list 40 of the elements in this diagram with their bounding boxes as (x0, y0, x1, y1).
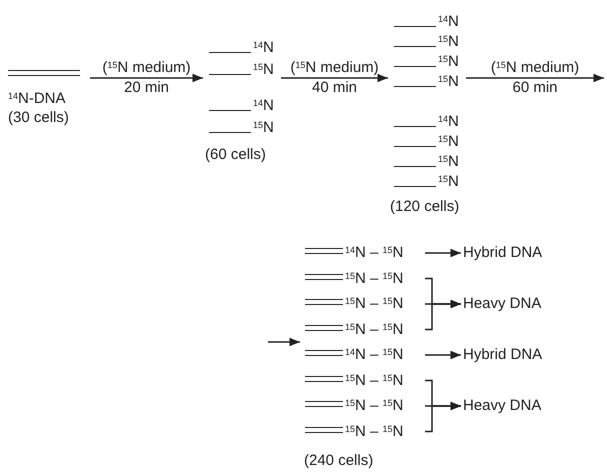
isotope-label: $^{15}$N (438, 153, 459, 171)
isotope-pair-label: $^{14}$N – $^{15}$N (345, 244, 404, 262)
isotope-label: $^{14}$N (438, 113, 459, 131)
isotope-pair-label: $^{15}$N – $^{15}$N (345, 372, 404, 390)
isotope-label: $^{15}$N (253, 61, 274, 79)
dna-type-label: Heavy DNA (463, 295, 542, 313)
arrow (466, 74, 604, 82)
arrow (425, 300, 461, 330)
isotope-pair-label: $^{15}$N – $^{15}$N (345, 320, 404, 338)
isotope-pair-label: $^{14}$N – $^{15}$N (345, 346, 404, 364)
arrow (425, 248, 461, 258)
isotope-label: $^{15}$N (253, 119, 274, 137)
isotope-pair-label: $^{15}$N – $^{15}$N (345, 295, 404, 313)
isotope-label: $^{15}$N (438, 173, 459, 191)
arrow (425, 402, 461, 432)
isotope-label: $^{15}$N (438, 33, 459, 51)
isotope-label: $^{15}$N (438, 53, 459, 71)
cell-count: (240 cells) (304, 452, 374, 470)
edge-label: ($^{15}$N medium) 40 min (289, 58, 380, 98)
dna-type-label: Hybrid DNA (463, 244, 542, 262)
dna-label: $^{14}$N-DNA (8, 90, 66, 108)
isotope-label: $^{15}$N (438, 73, 459, 91)
isotope-label: $^{14}$N (438, 13, 459, 31)
isotope-label: $^{15}$N (438, 133, 459, 151)
edge-label: ($^{15}$N medium) 20 min (101, 58, 192, 98)
arrow (425, 350, 461, 360)
isotope-pair-label: $^{15}$N – $^{15}$N (345, 422, 404, 440)
arrow (90, 74, 203, 82)
dna-type-label: Hybrid DNA (463, 346, 542, 364)
isotope-label: $^{14}$N (253, 39, 274, 57)
isotope-label: $^{14}$N (253, 97, 274, 115)
isotope-pair-label: $^{15}$N – $^{15}$N (345, 397, 404, 415)
edge-label: ($^{15}$N medium) 60 min (490, 58, 580, 98)
cell-count: (60 cells) (205, 146, 266, 164)
arrow (281, 74, 388, 82)
arrow (268, 338, 300, 346)
isotope-pair-label: $^{15}$N – $^{15}$N (345, 270, 404, 288)
dna-type-label: Heavy DNA (463, 397, 542, 415)
cell-count: (30 cells) (8, 109, 69, 127)
cell-count: (120 cells) (390, 198, 460, 216)
